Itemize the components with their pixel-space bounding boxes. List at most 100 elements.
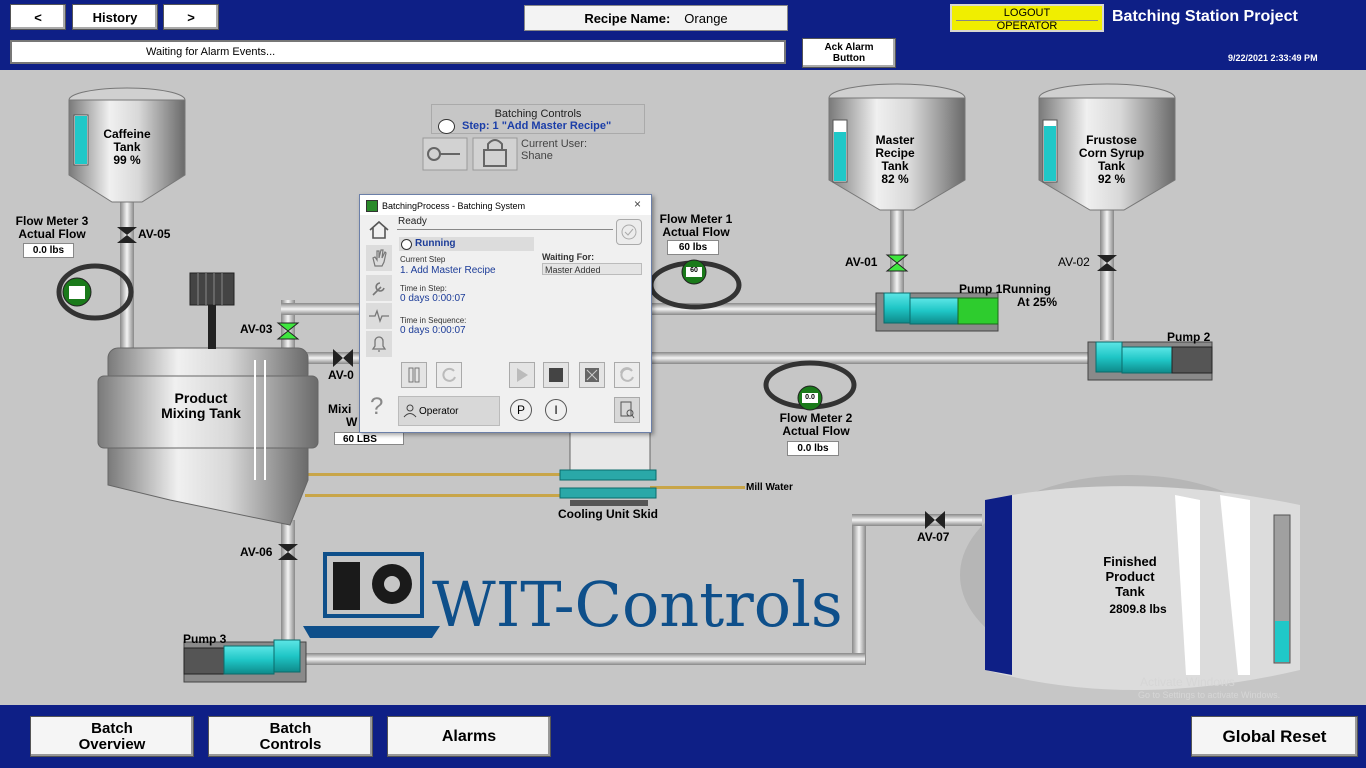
ack-alarm-button[interactable]: Ack Alarm Button [802, 38, 896, 68]
back-label: < [34, 9, 42, 25]
caffeine-tank[interactable] [68, 87, 186, 203]
report-icon[interactable] [614, 397, 640, 423]
valve-av05[interactable] [117, 227, 137, 243]
operator-button[interactable]: Operator [398, 396, 500, 426]
confirm-icon[interactable] [616, 219, 642, 245]
alarms-label: Alarms [441, 727, 497, 745]
master-recipe-tank[interactable] [828, 83, 966, 211]
activation-watermark: Activate Windows [1140, 675, 1235, 689]
datetime: 9/22/2021 2:33:49 PM [1228, 53, 1318, 63]
finished-name: Finished [1103, 554, 1157, 569]
master-name: Master [875, 133, 915, 147]
pump-3[interactable] [183, 639, 307, 683]
reset-icon[interactable] [436, 362, 462, 388]
pump-1[interactable] [875, 292, 999, 332]
alarms-button[interactable]: Alarms [387, 716, 551, 757]
close-icon[interactable]: × [634, 197, 642, 211]
pump-2[interactable] [1087, 341, 1213, 381]
batch-overview-button[interactable]: Batch Overview [30, 716, 194, 757]
master-name-2: Recipe [875, 146, 915, 160]
batch-overview-label-1: Batch [91, 719, 133, 737]
global-reset-button[interactable]: Global Reset [1191, 716, 1358, 757]
lock-icon[interactable] [472, 137, 518, 171]
valve-av04[interactable] [333, 349, 353, 367]
hand-icon[interactable] [366, 245, 392, 271]
back-button[interactable]: < [10, 4, 66, 30]
frustose-tank[interactable] [1038, 83, 1176, 211]
home-icon[interactable] [366, 217, 392, 243]
i-button[interactable]: I [545, 399, 567, 421]
batching-process-dialog: BatchingProcess - Batching System × Read… [359, 194, 652, 433]
valve-av01[interactable] [885, 254, 909, 272]
current-user-label: Current User: [521, 138, 588, 150]
finished-name-2: Product [1105, 569, 1155, 584]
mixing-name: Product [174, 390, 228, 406]
mixer-motor [189, 272, 235, 349]
mixing-weight-value: 60 LBS [334, 432, 404, 445]
logout-label: LOGOUT [1003, 7, 1051, 19]
valve-av02[interactable] [1097, 255, 1117, 271]
frustose-name-2: Corn Syrup [1078, 146, 1145, 160]
wrench-icon[interactable] [366, 275, 392, 301]
water-line [305, 494, 570, 497]
status-row: Running [399, 237, 534, 251]
finished-weight: 2809.8 lbs [1109, 602, 1167, 616]
recipe-label: Recipe Name: [584, 10, 671, 26]
p-button[interactable]: P [510, 399, 532, 421]
batch-controls-button[interactable]: Batch Controls [208, 716, 373, 757]
pump-1-speed: At 25% [1017, 295, 1058, 309]
app-icon [366, 200, 378, 212]
valve-av07[interactable] [925, 511, 945, 529]
pause-icon[interactable] [401, 362, 427, 388]
history-button[interactable]: History [72, 4, 158, 30]
current-step-value: 1. Add Master Recipe [400, 265, 496, 276]
mixing-tank-label: Product Mixing Tank [145, 391, 257, 421]
pipe [852, 514, 982, 526]
mill-water-label: Mill Water [746, 482, 793, 493]
key-icon[interactable] [422, 137, 468, 171]
current-user-name: Shane [521, 150, 553, 162]
pipe [852, 515, 866, 665]
valve-av04-label: AV-0 [328, 368, 354, 382]
help-icon[interactable]: ? [370, 393, 384, 420]
waiting-for-label: Waiting For: [542, 252, 595, 262]
cooling-unit-skid[interactable] [559, 429, 657, 506]
valve-av06[interactable] [278, 544, 298, 560]
caffeine-level-text: 99 % [113, 153, 141, 167]
valve-av03[interactable] [276, 322, 300, 340]
mixing-weight-label-1: Mixi [328, 402, 352, 416]
product-mixing-tank[interactable] [97, 347, 319, 526]
frustose-name-3: Tank [1097, 159, 1126, 173]
bell-icon[interactable] [366, 331, 392, 357]
logout-button[interactable]: LOGOUT OPERATOR [950, 4, 1104, 32]
flow-meter-2[interactable] [763, 360, 857, 411]
frustose-level-bar [1044, 126, 1056, 181]
flow-meter-3[interactable] [56, 263, 134, 321]
forward-button[interactable]: > [163, 4, 219, 30]
current-user-block: Current User: Shane [521, 138, 587, 162]
finished-product-tank[interactable] [960, 475, 1300, 690]
batching-controls-panel: Batching Controls Step: 1 "Add Master Re… [431, 104, 645, 134]
activation-watermark-hint: Go to Settings to activate Windows. [1138, 690, 1281, 700]
batch-controls-label-1: Batch [269, 719, 312, 737]
caffeine-name-2: Tank [113, 140, 141, 154]
user-role: OPERATOR [956, 20, 1098, 32]
abort-icon[interactable] [579, 362, 605, 388]
fm2-label-2: Actual Flow [782, 424, 850, 438]
play-icon[interactable] [509, 362, 535, 388]
pump-1-name: Pump 1 [959, 282, 1003, 296]
batching-controls-title: Batching Controls [494, 108, 582, 120]
restart-icon[interactable] [614, 362, 640, 388]
finished-level-bar [1275, 621, 1289, 662]
pulse-icon[interactable] [366, 303, 392, 329]
finished-tank-label: Finished Product Tank [1090, 554, 1170, 599]
master-level-text: 82 % [881, 172, 909, 186]
recipe-name-display: Recipe Name: Orange [524, 5, 788, 31]
master-name-3: Tank [881, 159, 909, 173]
flow-meter-2-label: Flow Meter 2 Actual Flow [768, 412, 864, 438]
stop-icon[interactable] [543, 362, 569, 388]
pump-1-status: Running [1002, 282, 1051, 296]
frustose-tank-label: Frustose Corn Syrup Tank 92 % [1064, 134, 1159, 186]
ack-alarm-label-2: Button [832, 53, 866, 64]
flow-meter-3-label: Flow Meter 3 Actual Flow [4, 215, 100, 241]
